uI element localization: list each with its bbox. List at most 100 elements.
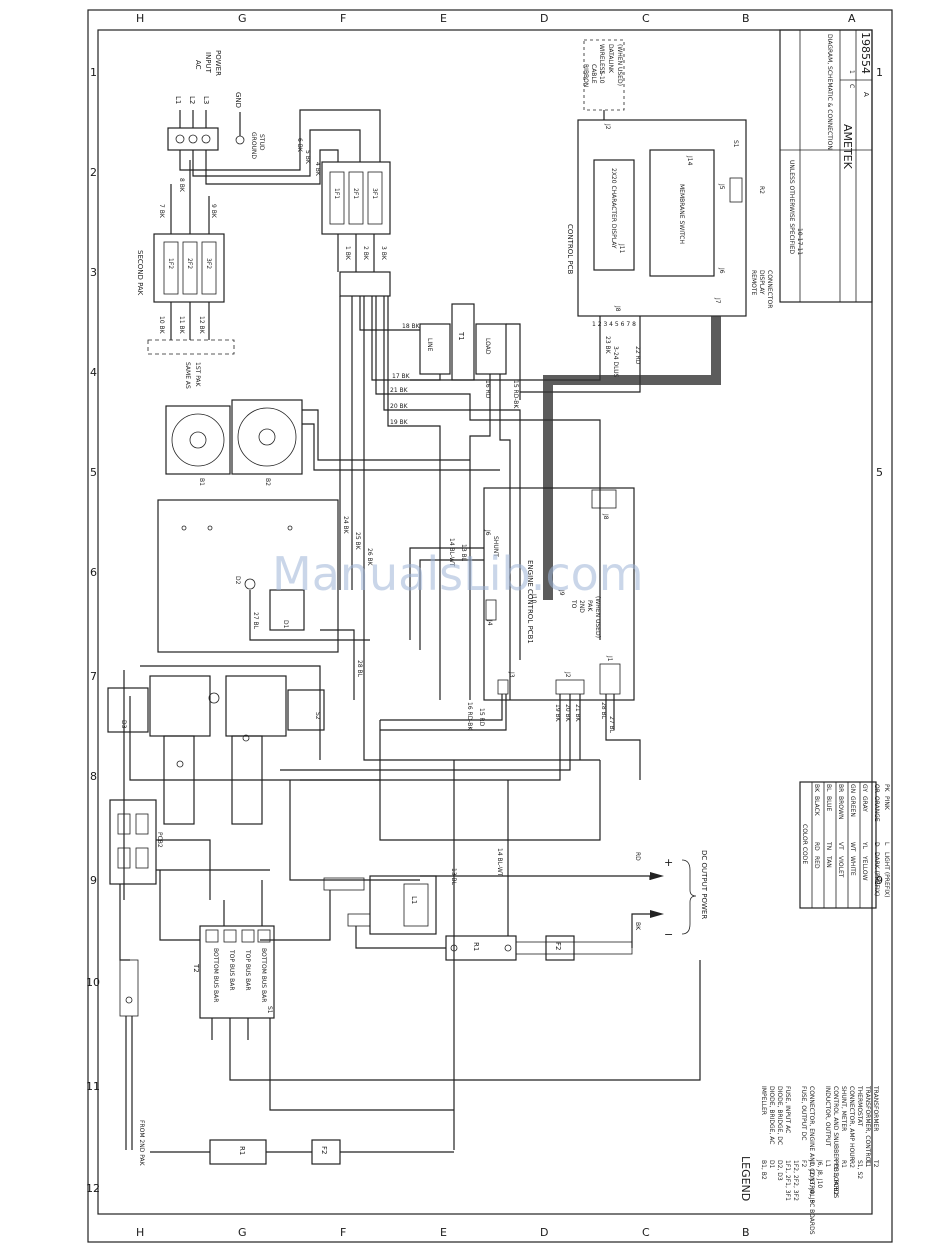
engine-bottom-wires xyxy=(280,694,641,781)
wire-25bk-label: 25 BK xyxy=(354,532,361,551)
fuse-3f1 xyxy=(367,171,383,225)
t2-tab-1 xyxy=(205,929,219,943)
legend-8-key: J6, J8, J10 xyxy=(816,1159,823,1188)
grid-col-4: 4 xyxy=(90,366,97,379)
color-code-frame xyxy=(799,781,877,909)
transformer-t1: LINE T1 LOAD 18 BK 17 BK 21 BK 20 BK 19 … xyxy=(359,296,601,700)
engine-pcb-watermark: ManualsLib.com xyxy=(272,547,644,601)
t2-bar-1: BOTTOM BUS BAR xyxy=(212,948,219,1002)
legend-3-desc: DIODE, BRIDGE, DC xyxy=(776,1086,783,1145)
grid-row-b: B xyxy=(742,12,750,25)
shunt-r1-label: R1 xyxy=(472,942,480,951)
shunt-r1-stud-right xyxy=(504,944,512,952)
legend-4-key: 1F1, 2F1, 3F1 xyxy=(784,1160,791,1201)
fuse-1f1-label: 1F1 xyxy=(333,188,340,199)
wire-13bl-label: 13 BL xyxy=(460,544,467,562)
wire-6bk-label: 6 BK xyxy=(296,138,303,153)
wire-20bk xyxy=(383,296,521,660)
legend-1-key: B1, B2 xyxy=(760,1160,767,1180)
grid-col-labels: 1 2 3 4 5 6 7 8 9 10 11 12 1 5 9 xyxy=(86,66,883,1195)
legend-14-key: T1 xyxy=(864,1159,871,1168)
wire-28bl-label: 28 BL xyxy=(356,660,363,678)
ac-terminal-block xyxy=(167,127,219,151)
wire-20bk-label: 20 BK xyxy=(390,403,409,410)
rectifier-left xyxy=(149,675,211,737)
legend-2-key: D1 xyxy=(768,1160,775,1169)
title-block-size: C xyxy=(848,84,855,88)
fan-b2 xyxy=(231,399,303,475)
dc-negative-lead xyxy=(631,913,650,948)
wire-18bk-label: 18 BK xyxy=(402,323,421,330)
conn-j7-label: J7 xyxy=(714,297,721,304)
wireless-label-2: DATALINK xyxy=(607,44,614,74)
fuse-1f2-label: 1F2 xyxy=(167,258,174,269)
bus-return-2 xyxy=(269,1018,454,1111)
ribbon-label-1: RIBBON xyxy=(582,64,589,87)
engine-j4-connector xyxy=(485,599,497,621)
wire-27bl xyxy=(249,590,370,641)
dc-output-label: DC OUTPUT POWER xyxy=(700,850,708,919)
legend-12-key: R2 xyxy=(848,1160,855,1168)
t1-core xyxy=(451,303,475,381)
grid-row-h: H xyxy=(136,12,144,25)
bus-wire-24-26 xyxy=(339,296,600,761)
control-pcb: CONTROL PCB 2X20 CHARACTER DISPLAY MEMBR… xyxy=(410,119,773,600)
conn-j2-label: J2 xyxy=(604,123,611,130)
t2-name: T2 xyxy=(192,963,200,973)
fuse-holder-2nd xyxy=(153,233,225,303)
ribbon-cable xyxy=(543,316,721,600)
cc-row3-d: VIOLET xyxy=(837,856,844,878)
wire-13bl xyxy=(419,559,484,650)
wire-21bk-b-label: 21 BK xyxy=(574,704,581,723)
engine-shunt-label: SHUNT xyxy=(492,536,499,557)
from-2nd-pak-label: FROM 2ND PAK xyxy=(138,1120,145,1167)
2nd-pak-busbar xyxy=(119,959,139,1017)
cc-row7-c: L xyxy=(883,842,890,846)
wire-8bk-label: 8 BK xyxy=(178,178,185,193)
cc-row4-c: WT xyxy=(849,842,856,852)
diode-d1-label: D1 xyxy=(282,620,289,629)
cc-row5-d: YELLOW xyxy=(861,855,868,881)
from-second-pak: FROM 2ND PAK R1 F2 xyxy=(119,959,701,1167)
grid-col-1-right: 1 xyxy=(876,66,883,79)
fuse-2f2 xyxy=(182,241,198,295)
cc-row7-d: LIGHT (PREFIX) xyxy=(883,852,890,897)
dc-minus: − xyxy=(664,928,673,941)
wire-5bk-label: 5 BK xyxy=(304,150,311,165)
t2-tab-3 xyxy=(241,929,255,943)
diode-s2-label: S2 xyxy=(314,712,321,720)
wire-17bk xyxy=(371,296,441,381)
grid-row-e: E xyxy=(440,12,447,25)
ac-terminal-2 xyxy=(188,134,198,144)
title-block-dwg-no: 198554 xyxy=(859,32,872,74)
terminal-l2: L2 xyxy=(188,96,196,104)
engine-j4-label: J4 xyxy=(486,619,493,626)
wire-9bk-label: 9 BK xyxy=(210,204,217,219)
wire-16rdbk-label: 16 RD-BK xyxy=(466,702,473,731)
wire-22rd-label: 22 RD xyxy=(634,346,641,365)
remote-label-3: CONNECTOR xyxy=(766,270,773,308)
chassis-wire-right xyxy=(379,720,601,841)
fuse-1f1 xyxy=(329,171,345,225)
cc-row2-c: TN xyxy=(825,841,832,850)
engine-control-pcb: ENGINE CONTROL PCB1 SHUNT J6 J10 J9 J4 J… xyxy=(272,487,644,781)
t1-name: T1 xyxy=(457,331,465,341)
grid-col-3: 3 xyxy=(90,266,97,279)
ac-input-title-2: INPUT xyxy=(204,52,212,74)
conn-r2-label: R2 xyxy=(758,186,765,194)
legend-7-key: J1, J2, J3, J4, J5 xyxy=(808,1159,815,1203)
heatsink-hole-3 xyxy=(287,525,293,531)
wire-14blwt xyxy=(409,547,484,640)
dc-positive-arrow xyxy=(650,872,664,880)
legend-9-desc: INDUCTOR, OUTPUT xyxy=(824,1086,831,1147)
cc-row1-b: BLACK xyxy=(813,796,820,817)
terminal-gnd: GND xyxy=(234,92,242,108)
wire-23bk xyxy=(410,316,601,381)
conn-j14-label: J14 xyxy=(686,155,693,166)
grid-col-5-right: 5 xyxy=(876,466,883,479)
fan-b2-rotor xyxy=(237,407,297,467)
wire-14blwt-label: 14 BL-WT xyxy=(448,538,455,567)
legend-6-key: F2 xyxy=(800,1160,807,1167)
diode-d3-box xyxy=(107,687,149,733)
wire-19bk xyxy=(387,296,441,700)
